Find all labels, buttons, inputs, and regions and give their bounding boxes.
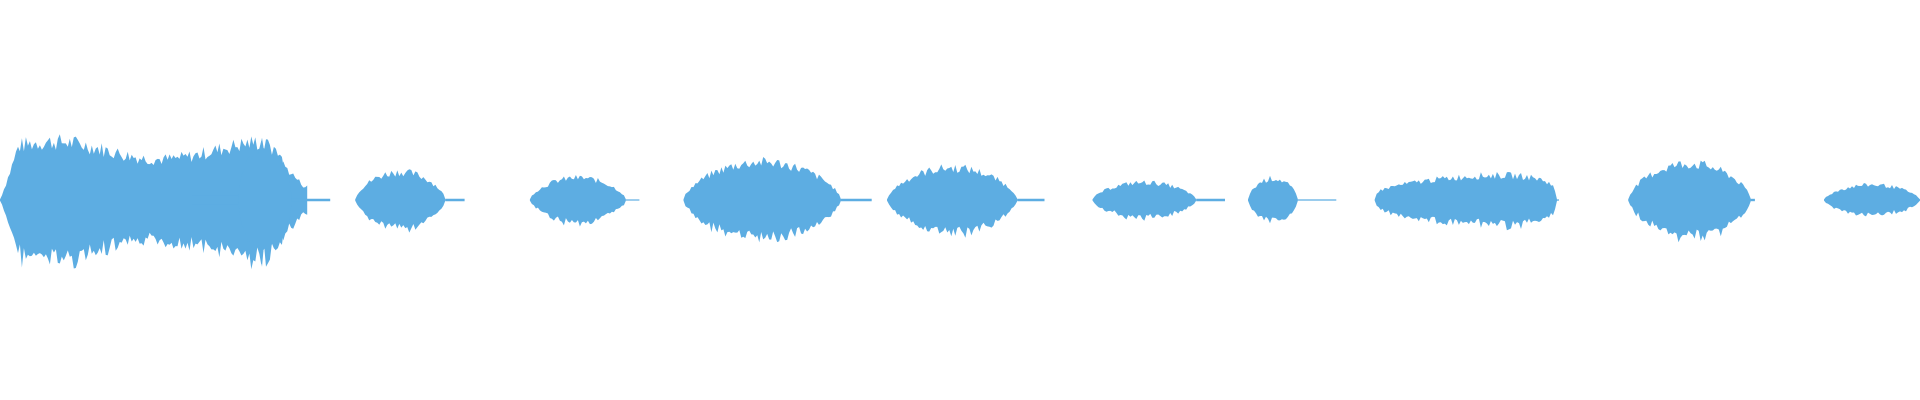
waveform-segment-10: [841, 198, 872, 202]
waveform-segment-12: [1017, 198, 1045, 202]
waveform-segment-19: [1751, 198, 1755, 202]
waveform-segment-11: [887, 164, 1018, 238]
waveform-segment-13: [1092, 180, 1197, 221]
waveform-segment-3: [238, 137, 292, 267]
waveform-segment-5: [355, 169, 446, 233]
waveform-segment-4: [291, 198, 331, 202]
waveform-segment-2: [192, 195, 239, 205]
waveform-segment-17: [1374, 172, 1559, 231]
waveform-segment-14: [1196, 198, 1225, 202]
waveform-segment-6: [445, 198, 465, 202]
waveform-segment-8: [625, 199, 640, 201]
waveform-segment-18: [1628, 160, 1751, 243]
waveform-segment-9: [683, 157, 841, 243]
waveform-segment-16: [1297, 199, 1337, 201]
waveform-segment-15: [1248, 175, 1298, 224]
waveform-segment-1: [0, 134, 308, 270]
waveform-segment-7: [529, 175, 626, 227]
waveform-segment-20: [1824, 183, 1920, 217]
